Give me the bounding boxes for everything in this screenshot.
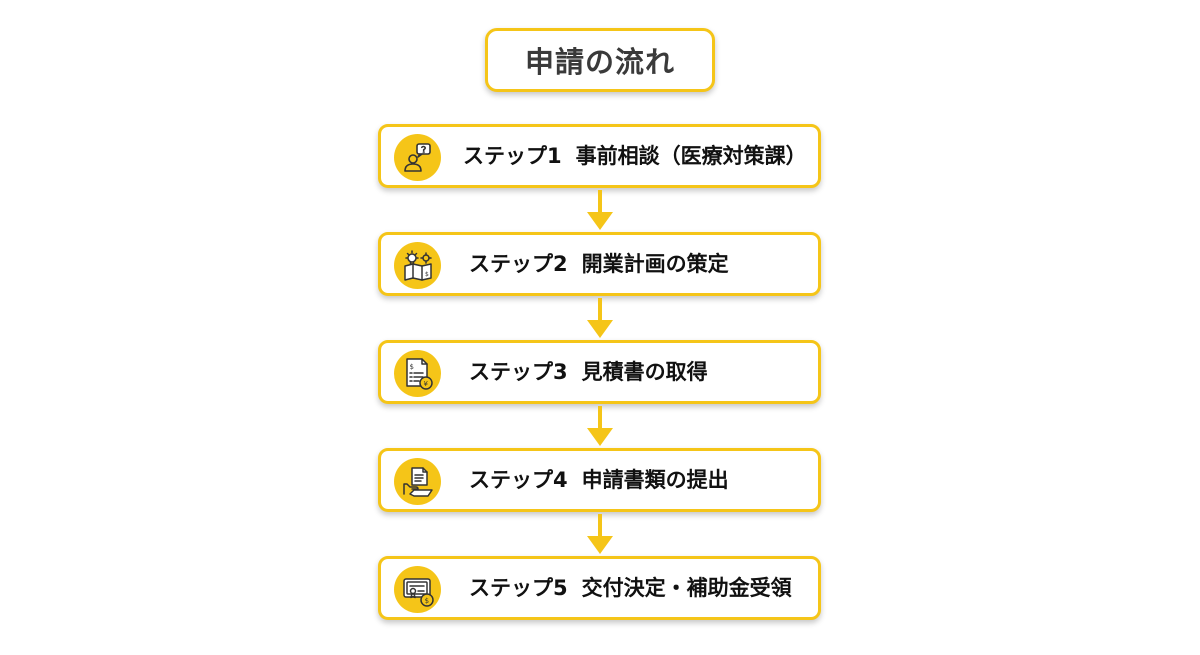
certificate-grant-icon: $: [394, 566, 441, 613]
consultation-icon: [394, 134, 441, 181]
step-4-label: ステップ4: [469, 468, 568, 492]
step-2-label: ステップ2: [469, 252, 568, 276]
step-1-description: 事前相談（医療対策課）: [575, 144, 807, 168]
svg-text:¥: ¥: [423, 380, 428, 388]
step-5-text: ステップ5 交付決定・補助金受領: [469, 559, 792, 617]
title-box: 申請の流れ: [485, 28, 715, 92]
step-4-description: 申請書類の提出: [581, 468, 729, 492]
arrow-down-icon: [587, 406, 613, 446]
step-1-box: ステップ1 事前相談（医療対策課）: [378, 124, 821, 188]
arrow-down-icon: [587, 190, 613, 230]
step-2-description: 開業計画の策定: [581, 252, 729, 276]
page-title: 申請の流れ: [524, 45, 675, 79]
step-3-box: $ ¥ ステップ3 見積書の取得: [378, 340, 821, 404]
arrow-down-icon: [587, 514, 613, 554]
step-3-text: ステップ3 見積書の取得: [469, 343, 708, 401]
step-5-description: 交付決定・補助金受領: [581, 576, 792, 600]
business-plan-icon: $: [394, 242, 441, 289]
document-submission-icon: [394, 458, 441, 505]
step-2-text: ステップ2 開業計画の策定: [469, 235, 729, 293]
estimate-document-icon: $ ¥: [394, 350, 441, 397]
svg-text:$: $: [409, 363, 413, 371]
step-4-box: ステップ4 申請書類の提出: [378, 448, 821, 512]
step-1-text: ステップ1 事前相談（医療対策課）: [463, 127, 807, 185]
step-3-description: 見積書の取得: [581, 360, 708, 384]
svg-text:$: $: [424, 597, 428, 605]
step-5-label: ステップ5: [469, 576, 568, 600]
svg-text:$: $: [425, 271, 429, 278]
step-5-box: $ ステップ5 交付決定・補助金受領: [378, 556, 821, 620]
arrow-down-icon: [587, 298, 613, 338]
step-4-text: ステップ4 申請書類の提出: [469, 451, 729, 509]
step-1-label: ステップ1: [463, 144, 562, 168]
step-3-label: ステップ3: [469, 360, 568, 384]
step-2-box: $ ステップ2 開業計画の策定: [378, 232, 821, 296]
